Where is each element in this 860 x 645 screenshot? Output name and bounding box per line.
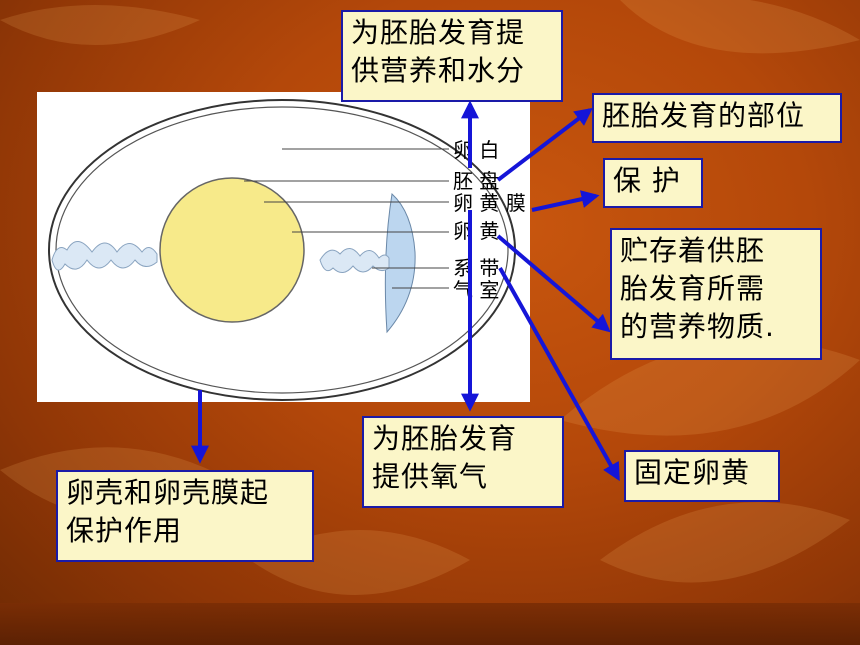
- callout-shell-line1: 卵壳和卵壳膜起: [66, 476, 270, 509]
- callout-membrane-text: 保 护: [613, 164, 681, 197]
- callout-air-cell-line1: 为胚胎发育: [372, 422, 518, 455]
- air-cell: [384, 193, 416, 334]
- callout-air-cell: 为胚胎发育 提供氧气: [362, 416, 564, 508]
- callout-blastodisc: 胚胎发育的部位: [592, 93, 842, 143]
- chalaza-right: [319, 248, 390, 273]
- callout-air-cell-line2: 提供氧气: [372, 460, 489, 493]
- callout-egg-white: 为胚胎发育提 供营养和水分: [341, 10, 563, 102]
- callout-egg-white-line2: 供营养和水分: [351, 54, 526, 87]
- label-air-cell: 气 室: [453, 278, 499, 302]
- label-blastodisc: 胚 盘: [453, 169, 499, 193]
- callout-shell: 卵壳和卵壳膜起 保护作用: [56, 470, 314, 562]
- label-egg-white: 卵 白: [453, 138, 499, 162]
- callout-yolk: 贮存着供胚 胎发育所需 的营养物质.: [610, 228, 822, 360]
- callout-membrane: 保 护: [603, 158, 703, 208]
- callout-yolk-line1: 贮存着供胚: [620, 234, 766, 267]
- callout-chalaza: 固定卵黄: [624, 450, 780, 502]
- egg-diagram-panel: 卵 白 胚 盘 卵 黄 膜 卵 黄 系 带 气 室: [37, 92, 530, 402]
- label-chalaza: 系 带: [453, 256, 499, 280]
- label-vitelline-membrane: 卵 黄 膜: [453, 191, 526, 215]
- callout-egg-white-line1: 为胚胎发育提: [351, 16, 526, 49]
- callout-yolk-line3: 的营养物质.: [620, 310, 775, 343]
- callout-blastodisc-text: 胚胎发育的部位: [602, 99, 806, 132]
- egg-diagram: 卵 白 胚 盘 卵 黄 膜 卵 黄 系 带 气 室: [48, 99, 526, 401]
- callout-yolk-line2: 胎发育所需: [620, 272, 766, 305]
- leader-lines: [244, 148, 449, 289]
- yolk: [159, 177, 305, 323]
- bottom-band: [0, 603, 860, 645]
- callout-shell-line2: 保护作用: [66, 514, 183, 547]
- chalaza-left: [51, 241, 158, 271]
- label-yolk: 卵 黄: [453, 219, 499, 243]
- callout-chalaza-text: 固定卵黄: [634, 456, 751, 489]
